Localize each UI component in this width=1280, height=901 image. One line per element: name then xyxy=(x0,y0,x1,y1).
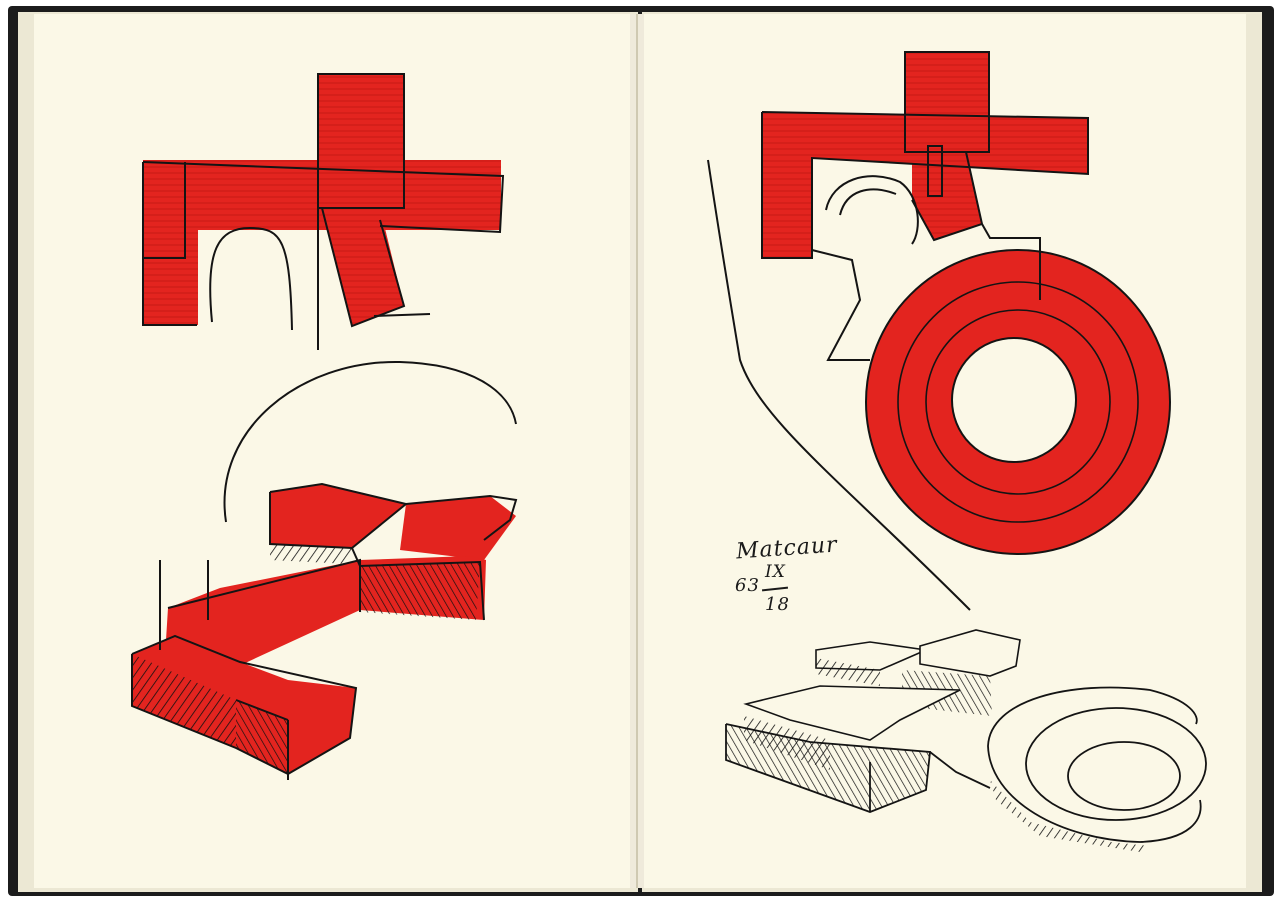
right-ring-perspective xyxy=(987,686,1207,843)
date-year: 18 xyxy=(765,594,790,615)
right-plan-sketch xyxy=(707,51,1171,611)
right-axonometric-sketch xyxy=(725,629,1207,852)
left-plan-sketch xyxy=(142,73,505,350)
date-month: IX xyxy=(765,562,786,582)
left-axonometric-sketch xyxy=(131,360,518,780)
date-day: 63 xyxy=(735,575,760,596)
